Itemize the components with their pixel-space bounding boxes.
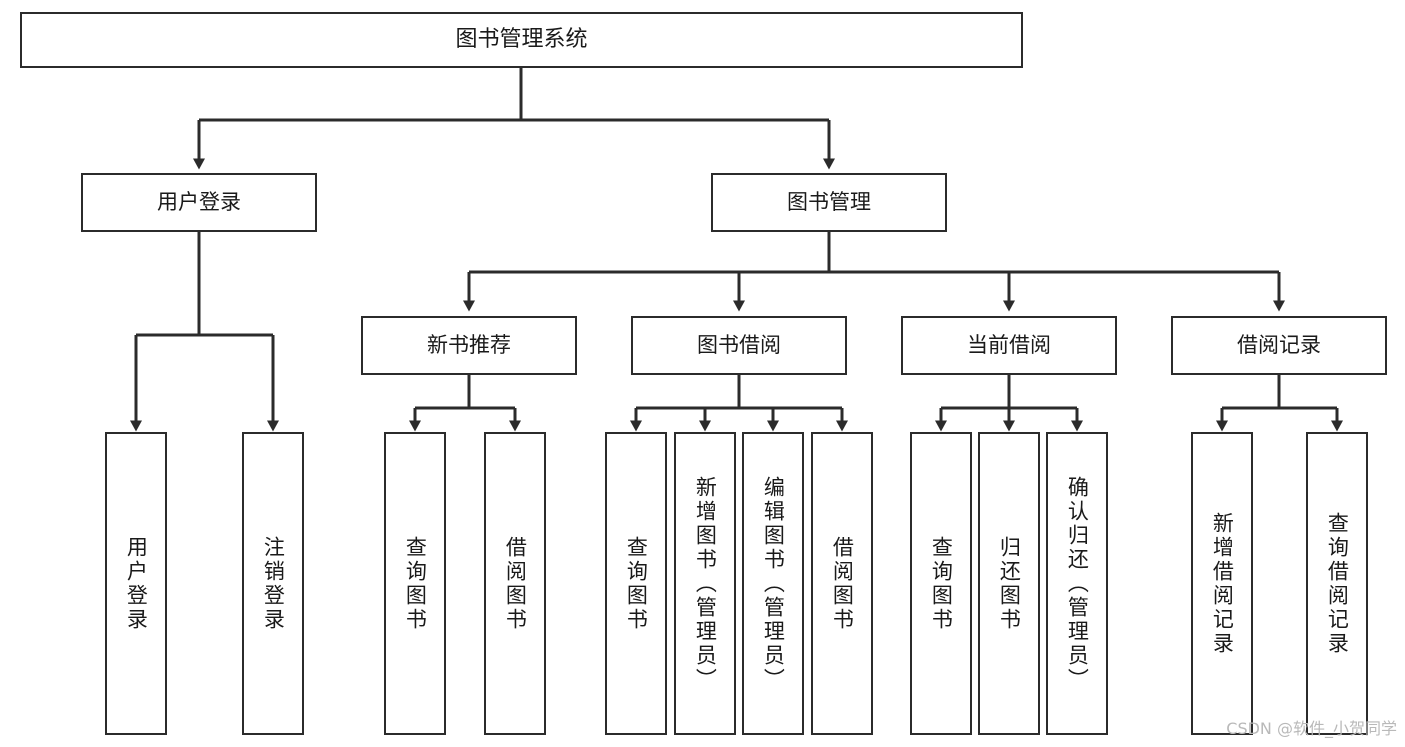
node-book-borrow[interactable]: 图书借阅: [631, 316, 847, 375]
csdn-watermark: CSDN @软件_小贺同学: [1226, 719, 1397, 738]
node-leaf-query-record[interactable]: 查询借阅记录: [1306, 432, 1368, 735]
node-label: 查询图书: [624, 535, 649, 632]
node-label: 查询图书: [403, 535, 428, 632]
node-leaf-query-book-2[interactable]: 查询图书: [605, 432, 667, 735]
node-label: 借阅图书: [830, 535, 855, 632]
node-label: 用户登录: [157, 190, 241, 215]
node-new-book-recommend[interactable]: 新书推荐: [361, 316, 577, 375]
node-current-borrow[interactable]: 当前借阅: [901, 316, 1117, 375]
node-leaf-query-book-1[interactable]: 查询图书: [384, 432, 446, 735]
node-leaf-query-book-3[interactable]: 查询图书: [910, 432, 972, 735]
node-leaf-add-book[interactable]: 新增图书（管理员）: [674, 432, 736, 735]
node-leaf-borrow-book-1[interactable]: 借阅图书: [484, 432, 546, 735]
node-label: 新增借阅记录: [1210, 511, 1235, 656]
node-user-login[interactable]: 用户登录: [81, 173, 317, 232]
node-book-management[interactable]: 图书管理: [711, 173, 947, 232]
node-label: 图书管理: [787, 190, 871, 215]
node-label: 借阅记录: [1237, 333, 1321, 358]
node-label: 确认归还（管理员）: [1065, 475, 1090, 692]
node-label: 新增图书（管理员）: [693, 475, 718, 692]
node-label: 图书管理系统: [455, 27, 588, 53]
node-label: 查询借阅记录: [1325, 511, 1350, 656]
node-label: 图书借阅: [697, 333, 781, 358]
node-label: 新书推荐: [427, 333, 511, 358]
node-label: 借阅图书: [503, 535, 528, 632]
node-label: 归还图书: [997, 535, 1022, 632]
node-leaf-confirm-return[interactable]: 确认归还（管理员）: [1046, 432, 1108, 735]
node-label: 注销登录: [261, 535, 286, 632]
node-borrow-record[interactable]: 借阅记录: [1171, 316, 1387, 375]
node-leaf-return-book[interactable]: 归还图书: [978, 432, 1040, 735]
node-leaf-user-login[interactable]: 用户登录: [105, 432, 167, 735]
node-label: 用户登录: [124, 535, 149, 632]
node-label: 当前借阅: [967, 333, 1051, 358]
node-leaf-logout-login[interactable]: 注销登录: [242, 432, 304, 735]
node-label: 查询图书: [929, 535, 954, 632]
node-leaf-add-record[interactable]: 新增借阅记录: [1191, 432, 1253, 735]
node-leaf-edit-book[interactable]: 编辑图书（管理员）: [742, 432, 804, 735]
node-book-management-system[interactable]: 图书管理系统: [20, 12, 1023, 68]
node-leaf-borrow-book-2[interactable]: 借阅图书: [811, 432, 873, 735]
node-label: 编辑图书（管理员）: [761, 475, 786, 692]
